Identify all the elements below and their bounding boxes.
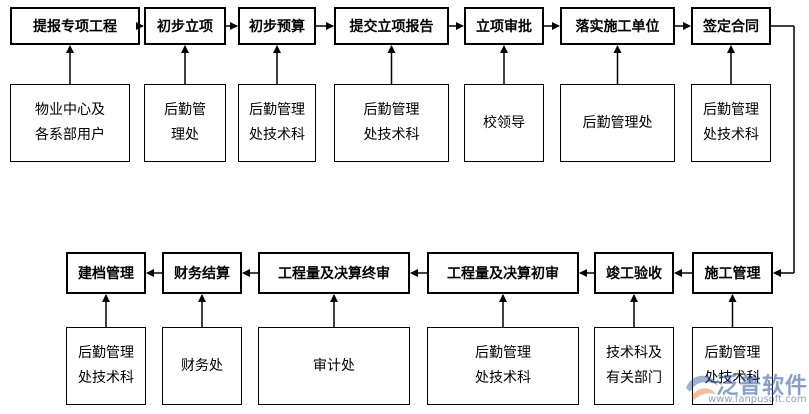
responsible-dept-box: 物业中心及各系部用户 (10, 84, 130, 162)
watermark-url: www.fanpusoft.com (708, 394, 807, 405)
process-step-box: 工程量及决算初审 (427, 252, 579, 294)
responsible-dept-label: 后勤管理 (703, 102, 759, 118)
process-step-label: 工程量及决算终审 (278, 266, 390, 282)
responsible-dept-box: 财务处 (162, 327, 242, 405)
responsible-dept-label: 处技术科 (363, 127, 420, 143)
responsible-dept-label: 处技术科 (249, 127, 305, 143)
process-step-label: 建档管理 (78, 266, 134, 282)
responsible-dept-box: 审计处 (258, 327, 410, 405)
responsible-dept-label: 处技术科 (704, 370, 761, 386)
responsible-dept-box: 后勤管理处技术科 (238, 84, 316, 162)
process-step-label: 初步预算 (249, 19, 305, 35)
fanpu-logo-icon (686, 375, 718, 400)
responsible-dept-box: 后勤管理处技术科 (692, 327, 773, 405)
responsible-dept-label: 后勤管理 (475, 345, 531, 361)
responsible-dept-box: 后勤管理处技术科 (66, 327, 146, 405)
process-step-box: 提报专项工程 (10, 7, 140, 45)
process-step-box: 提交立项报告 (334, 7, 449, 45)
process-step-label: 财务结算 (174, 266, 230, 282)
responsible-dept-box: 后勤管理处 (144, 84, 226, 162)
responsible-dept-box: 校领导 (464, 84, 544, 162)
watermark-text: 泛普软件 (716, 373, 809, 399)
responsible-dept-label: 后勤管理 (78, 345, 134, 361)
process-step-label: 签定合同 (703, 19, 759, 35)
responsible-dept-box: 后勤管理处技术科 (427, 327, 579, 405)
responsible-dept-label: 处技术科 (703, 127, 759, 143)
process-step-box: 初步立项 (144, 7, 226, 45)
responsible-dept-label: 各系部用户 (35, 127, 105, 143)
responsible-dept-label: 校领导 (483, 114, 525, 131)
process-step-label: 初步立项 (157, 19, 213, 35)
responsible-dept-label: 处技术科 (78, 370, 134, 386)
process-step-label: 竣工验收 (606, 266, 662, 282)
responsible-dept-label: 审计处 (313, 357, 355, 374)
process-step-box: 施工管理 (692, 252, 773, 294)
responsible-dept-label: 后勤管理 (363, 102, 420, 118)
responsible-dept-label: 有关部门 (606, 370, 662, 386)
process-step-box: 初步预算 (238, 7, 316, 45)
responsible-dept-label: 物业中心及 (35, 102, 105, 118)
responsible-dept-label: 处技术科 (475, 370, 531, 386)
process-step-label: 提报专项工程 (33, 19, 117, 35)
responsible-dept-box: 后勤管理处技术科 (691, 84, 771, 162)
responsible-dept-label: 理处 (171, 127, 199, 143)
responsible-dept-box: 后勤管理处 (560, 84, 675, 162)
responsible-dept-label: 后勤管理处 (582, 114, 653, 131)
responsible-dept-label: 后勤管理 (249, 102, 305, 118)
process-step-label: 立项审批 (476, 19, 532, 35)
process-step-label: 施工管理 (704, 266, 761, 282)
responsible-dept-label: 技术科及 (606, 345, 662, 361)
process-step-box: 竣工验收 (594, 252, 674, 294)
process-step-label: 提交立项报告 (349, 19, 434, 35)
process-step-box: 立项审批 (464, 7, 544, 45)
watermark (682, 366, 806, 412)
responsible-dept-label: 后勤管 (164, 102, 206, 118)
process-step-box: 工程量及决算终审 (258, 252, 410, 294)
process-step-box: 财务结算 (162, 252, 242, 294)
process-step-box: 签定合同 (691, 7, 771, 45)
process-step-box: 建档管理 (66, 252, 146, 294)
process-step-label: 工程量及决算初审 (447, 266, 559, 282)
responsible-dept-label: 财务处 (181, 357, 223, 374)
process-step-box: 落实施工单位 (560, 7, 675, 45)
responsible-dept-box: 后勤管理处技术科 (334, 84, 449, 162)
responsible-dept-box: 技术科及有关部门 (594, 327, 674, 405)
responsible-dept-label: 后勤管理 (704, 345, 761, 361)
process-step-label: 落实施工单位 (575, 19, 660, 35)
